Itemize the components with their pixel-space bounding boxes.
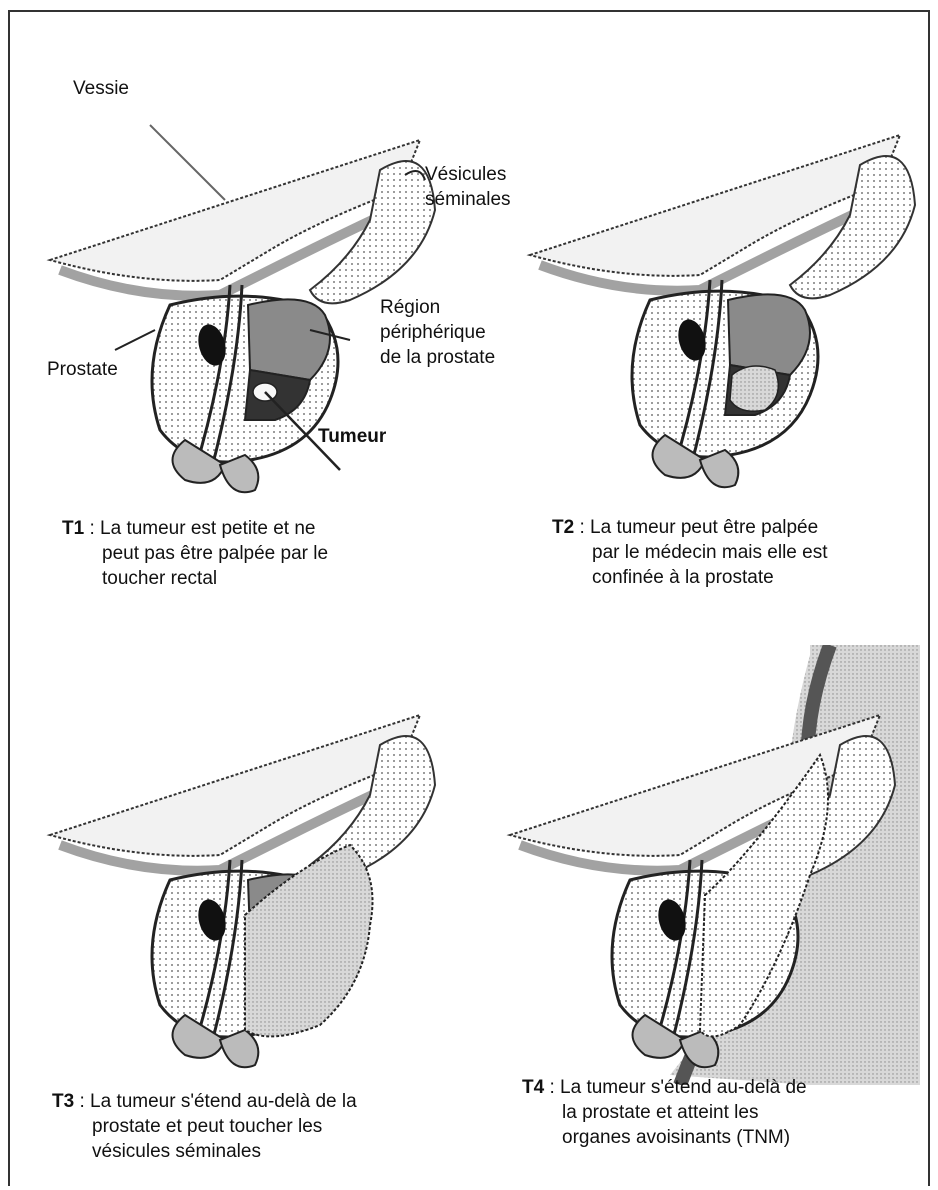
caption-t4-line-2: la prostate et atteint les [522,1100,852,1125]
caption-t4-line-1: La tumeur s'étend au-delà de [560,1077,807,1098]
label-region-2: périphérique [380,321,486,345]
diagram-t1 [20,70,460,510]
caption-t2-line-2: par le médecin mais elle est [552,540,852,565]
caption-t4-line-3: organes avoisinants (TNM) [522,1125,852,1150]
stage-sep-t4: : [544,1077,560,1098]
caption-t3-line-2: prostate et peut toucher les [52,1114,432,1139]
stage-label-t3: T3 [52,1091,74,1112]
diagram-t2 [500,65,938,505]
label-prostate: Prostate [47,358,118,382]
label-region-1: Région [380,296,440,320]
caption-t3-line-3: vésicules séminales [52,1139,432,1164]
caption-t1-line-1: La tumeur est petite et ne [100,518,315,539]
caption-t1: T1 : La tumeur est petite et ne peut pas… [62,516,352,591]
stage-label-t2: T2 [552,517,574,538]
caption-t2-line-3: confinée à la prostate [552,565,852,590]
caption-t4: T4 : La tumeur s'étend au-delà de la pro… [522,1075,852,1150]
caption-t3-line-1: La tumeur s'étend au-delà de la [90,1091,357,1112]
label-region-3: de la prostate [380,346,495,370]
label-vesicules-1: Vésicules [425,163,506,187]
label-tumeur: Tumeur [318,425,386,449]
label-vessie: Vessie [73,77,129,101]
caption-t1-line-3: toucher rectal [62,566,352,591]
diagram-t4 [480,645,920,1085]
caption-t2-line-1: La tumeur peut être palpée [590,517,818,538]
stage-sep-t1: : [84,518,100,539]
stage-sep-t3: : [74,1091,90,1112]
caption-t2: T2 : La tumeur peut être palpée par le m… [552,515,852,590]
caption-t1-line-2: peut pas être palpée par le [62,541,352,566]
stage-label-t4: T4 [522,1077,544,1098]
stage-label-t1: T1 [62,518,84,539]
label-vesicules-2: séminales [425,188,511,212]
diagram-t3 [20,645,460,1085]
stage-sep-t2: : [574,517,590,538]
caption-t3: T3 : La tumeur s'étend au-delà de la pro… [52,1089,432,1164]
